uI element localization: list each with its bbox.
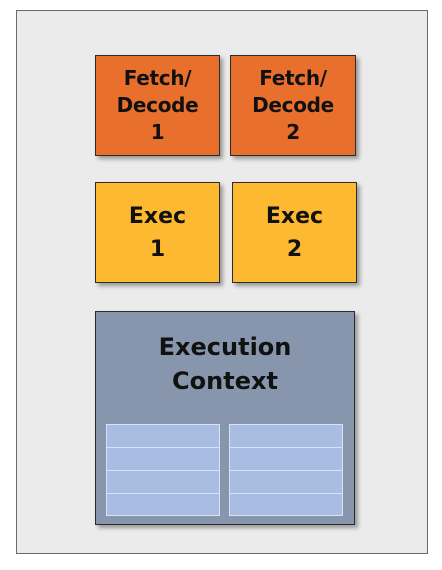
register-file-left xyxy=(106,424,220,516)
exec-1-label: Exec 1 xyxy=(128,203,187,262)
register-row xyxy=(107,448,219,471)
register-row xyxy=(107,471,219,494)
fetch-decode-2-label: Fetch/ Decode 2 xyxy=(252,66,334,144)
execution-context-label: Execution Context xyxy=(158,333,292,395)
register-row xyxy=(230,448,342,471)
register-row xyxy=(230,471,342,494)
exec-2-block: Exec 2 xyxy=(232,182,357,283)
execution-context-block: Execution Context xyxy=(95,311,355,525)
exec-1-block: Exec 1 xyxy=(95,182,220,283)
fetch-decode-1-label: Fetch/ Decode 1 xyxy=(116,66,199,144)
register-row xyxy=(230,494,342,517)
fetch-decode-2-block: Fetch/ Decode 2 xyxy=(230,55,356,156)
fetch-decode-1-block: Fetch/ Decode 1 xyxy=(95,55,220,156)
register-file-right xyxy=(229,424,343,516)
register-row xyxy=(107,494,219,517)
register-row xyxy=(230,425,342,448)
register-row xyxy=(107,425,219,448)
exec-2-label: Exec 2 xyxy=(265,203,324,262)
